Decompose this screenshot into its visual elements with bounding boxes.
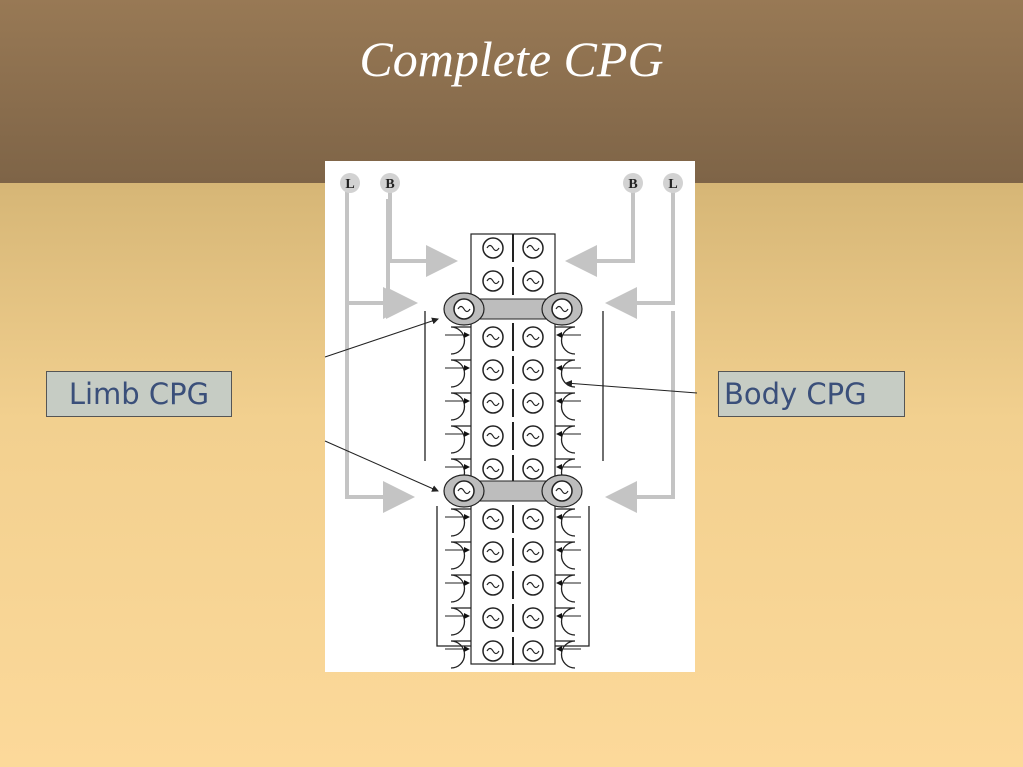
segment-bottom-3-left-osc-wave [486, 614, 500, 622]
segment-top-1-right-osc-wave [526, 277, 540, 285]
segment-bottom-2-loop-left [450, 574, 471, 603]
segment-mid-3-left-osc-wave [486, 432, 500, 440]
segment-bottom-1-loop-left [450, 541, 471, 570]
segment-bottom-2-left-osc-wave [486, 581, 500, 589]
limb-feedback-right-lower [555, 506, 590, 647]
input-label-limb-0: L [345, 177, 354, 192]
segment-bottom-3-loop-left [450, 607, 471, 636]
input-circle-body-2 [623, 173, 643, 193]
segment-mid-0-loop-left [450, 326, 471, 355]
segment-bottom-4-loop-right [555, 640, 576, 669]
segment-top-0-left-osc-wave [486, 244, 500, 252]
input-label-limb-3: L [668, 177, 677, 192]
limb-oscillator-lower-left-osc-wave [457, 487, 471, 495]
segment-mid-3-loop-right [555, 425, 576, 454]
limb-oscillator-upper-left-osc-wave [457, 305, 471, 313]
segment-mid-2-right-osc-wave [526, 399, 540, 407]
input-label-body-2: B [628, 177, 637, 192]
body-input-right [565, 191, 635, 277]
segment-top-0-right-osc-wave [526, 244, 540, 252]
body-input-left [388, 191, 458, 277]
limb-cpg-label: Limb CPG [46, 371, 232, 417]
limb-input-right-lower [605, 311, 675, 513]
segment-mid-3-loop-left [450, 425, 471, 454]
segment-bottom-0-left-osc-wave [486, 515, 500, 523]
segment-bottom-4-right-osc-wave [526, 647, 540, 655]
segment-top-1-left-osc-wave [486, 277, 500, 285]
segment-mid-1-loop-left [450, 359, 471, 388]
segment-mid-2-loop-left [450, 392, 471, 421]
segment-bottom-2-right-osc-wave [526, 581, 540, 589]
segment-bottom-1-loop-right [555, 541, 576, 570]
slide-title: Complete CPG [359, 31, 664, 87]
body-pointer [565, 379, 698, 394]
segment-bottom-3-loop-right [555, 607, 576, 636]
input-circle-limb-0 [340, 173, 360, 193]
segment-mid-0-right-osc-wave [526, 333, 540, 341]
segment-mid-4-left-osc-wave [486, 465, 500, 473]
segment-mid-1-right-osc-wave [526, 366, 540, 374]
segment-mid-2-left-osc-wave [486, 399, 500, 407]
input-circle-body-1 [380, 173, 400, 193]
limb-input-right-mid [605, 191, 675, 319]
segment-mid-2-loop-right [555, 392, 576, 421]
segment-mid-0-left-osc-wave [486, 333, 500, 341]
input-circle-limb-3 [663, 173, 683, 193]
segment-bottom-0-loop-right [555, 508, 576, 537]
limb-input-left-mid [345, 191, 415, 319]
segment-bottom-1-left-osc-wave [486, 548, 500, 556]
segment-bottom-0-loop-left [450, 508, 471, 537]
segment-bottom-4-left-osc-wave [486, 647, 500, 655]
segment-mid-3-right-osc-wave [526, 432, 540, 440]
segment-mid-4-right-osc-wave [526, 465, 540, 473]
limb-oscillator-lower-right-osc-wave [555, 487, 569, 495]
limb-pointer-lower [324, 440, 439, 492]
title-band [0, 0, 1023, 183]
segment-mid-0-loop-right [555, 326, 576, 355]
segment-bottom-0-right-osc-wave [526, 515, 540, 523]
body-cpg-label: Body CPG [718, 371, 905, 417]
segment-bottom-3-right-osc-wave [526, 614, 540, 622]
segment-bottom-1-right-osc-wave [526, 548, 540, 556]
limb-pointer-upper [324, 317, 439, 358]
limb-oscillator-upper-right-osc-wave [555, 305, 569, 313]
limb-feedback-left-lower [436, 506, 471, 647]
segment-mid-1-left-osc-wave [486, 366, 500, 374]
segment-bottom-4-loop-left [450, 640, 471, 669]
input-label-body-1: B [385, 177, 394, 192]
segment-bottom-2-loop-right [555, 574, 576, 603]
